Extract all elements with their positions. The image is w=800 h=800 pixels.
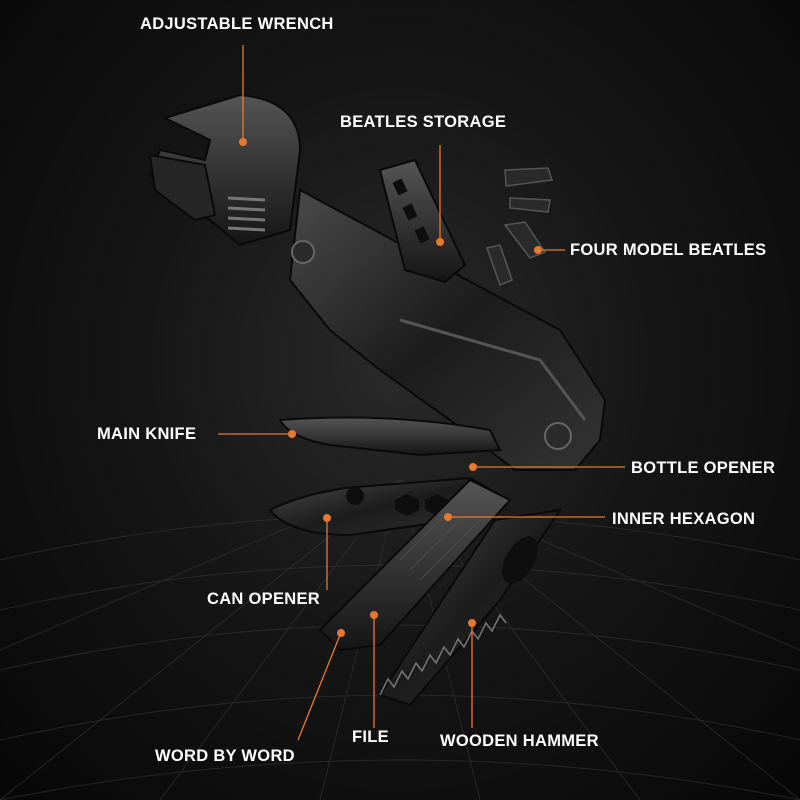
label-adjustable-wrench: ADJUSTABLE WRENCH — [140, 15, 334, 33]
bits — [486, 167, 553, 286]
main-knife-blade — [278, 416, 502, 457]
label-main-knife: MAIN KNIFE — [97, 425, 197, 443]
wrench-jaw — [148, 153, 217, 222]
label-wooden-hammer: WOODEN HAMMER — [440, 732, 599, 750]
label-can-opener: CAN OPENER — [207, 590, 321, 608]
label-four-model-beatles: FOUR MODEL BEATLES — [570, 241, 767, 259]
label-inner-hexagon: INNER HEXAGON — [612, 510, 756, 528]
label-file: FILE — [352, 728, 389, 746]
wrench-worm-gear — [227, 196, 266, 232]
label-word-by-word: WORD BY WORD — [155, 747, 295, 765]
saw-teeth — [379, 613, 507, 696]
pivot-screw-top — [291, 240, 315, 264]
label-beatles-storage: BEATLES STORAGE — [340, 113, 507, 131]
pivot-screw — [544, 422, 572, 450]
label-bottle-opener: BOTTLE OPENER — [631, 459, 776, 477]
handle — [288, 188, 607, 471]
